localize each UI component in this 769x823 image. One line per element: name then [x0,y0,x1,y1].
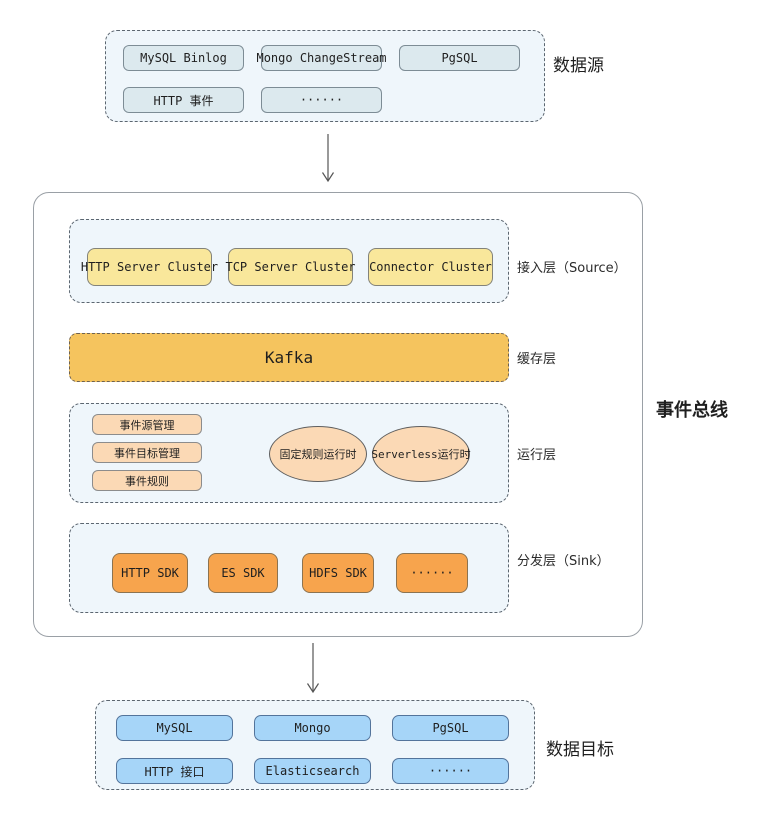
cache-layer-label: 缓存层 [517,352,557,367]
node-pgsql-source: PgSQL [399,45,520,71]
node-source-ellipsis: ······ [261,87,382,113]
sink-layer-group: HTTP SDK ES SDK HDFS SDK ······ [69,523,509,613]
node-mysql-target: MySQL [116,715,233,741]
node-elasticsearch: Elasticsearch [254,758,371,784]
arrow-source-to-bus-icon [321,134,335,183]
node-connector-cluster: Connector Cluster [368,248,493,286]
data-target-group: MySQL Mongo PgSQL HTTP 接口 Elasticsearch … [95,700,535,790]
node-http-sdk: HTTP SDK [112,553,188,593]
node-pgsql-target: PgSQL [392,715,509,741]
node-fixed-rule-runtime: 固定规则运行时 [269,426,367,482]
node-http-server-cluster: HTTP Server Cluster [81,248,218,286]
node-mongo-changestream: Mongo ChangeStream [256,45,387,71]
node-event-rules: 事件规则 [92,470,202,491]
node-tcp-server-cluster: TCP Server Cluster [225,248,356,286]
node-mongo-target: Mongo [254,715,371,741]
event-bus-label: 事件总线 [656,400,728,421]
node-hdfs-sdk: HDFS SDK [302,553,374,593]
node-event-target-mgmt: 事件目标管理 [92,442,202,463]
node-event-source-mgmt: 事件源管理 [92,414,202,435]
arrow-bus-to-target-icon [306,643,320,694]
node-http-event: HTTP 事件 [123,87,244,113]
node-kafka: Kafka [69,333,509,382]
node-es-sdk: ES SDK [208,553,278,593]
access-layer-label: 接入层（Source） [517,261,627,276]
runtime-layer-group: 事件源管理 事件目标管理 事件规则 固定规则运行时 Serverless运行时 [69,403,509,503]
node-serverless-runtime: Serverless运行时 [371,426,471,482]
access-layer-group: HTTP Server Cluster TCP Server Cluster C… [69,219,509,303]
event-bus-group: HTTP Server Cluster TCP Server Cluster C… [33,192,643,637]
node-target-ellipsis: ······ [392,758,509,784]
runtime-layer-label: 运行层 [517,448,557,463]
node-http-api: HTTP 接口 [116,758,233,784]
sink-layer-label: 分发层（Sink） [517,554,610,569]
data-target-label: 数据目标 [546,740,614,760]
data-source-group: MySQL Binlog Mongo ChangeStream PgSQL HT… [105,30,545,122]
node-mysql-binlog: MySQL Binlog [123,45,244,71]
data-source-label: 数据源 [553,56,604,76]
node-sink-ellipsis: ······ [396,553,468,593]
